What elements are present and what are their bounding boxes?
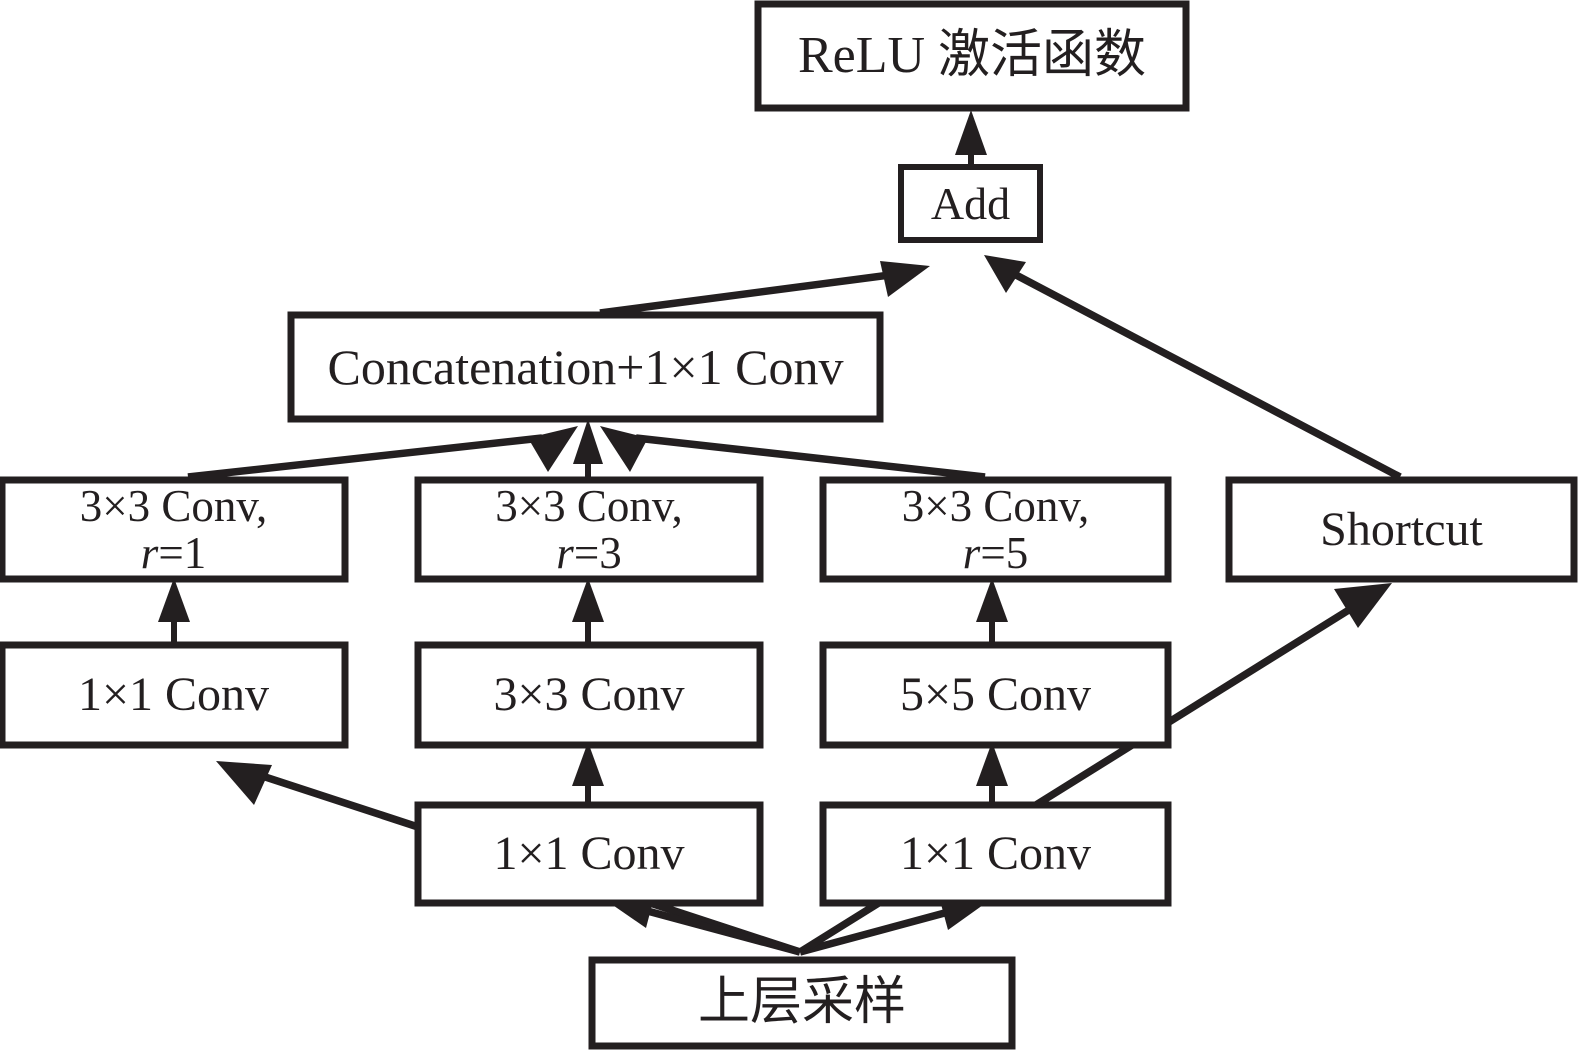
node-conv1x1-right[interactable] [819, 801, 1172, 907]
edge-conv3x3r1-to-concat [187, 426, 578, 481]
edge-layer [158, 110, 1402, 956]
node-shortcut[interactable] [1225, 476, 1578, 583]
node-conv3x3-r5[interactable] [819, 476, 1172, 583]
edge-conv3x3r3-to-concat [573, 419, 603, 477]
edge-conv3x3mid-to-conv3x3r3 [572, 578, 604, 645]
edge-add-to-relu [955, 110, 987, 167]
node-add[interactable] [898, 164, 1043, 243]
edge-conv3x3r5-to-concat [600, 426, 986, 481]
node-conv1x1-left[interactable] [0, 641, 349, 749]
edge-conv1x1left-to-conv3x3r1 [158, 578, 190, 645]
edge-conv1x1right-to-conv5x5right [976, 742, 1008, 805]
edge-concat-to-add [599, 261, 930, 317]
node-concatenation[interactable] [287, 311, 884, 423]
node-input[interactable] [588, 956, 1016, 1050]
node-conv5x5-right[interactable] [819, 641, 1172, 749]
node-conv3x3-r1[interactable] [0, 476, 349, 583]
node-relu[interactable] [754, 0, 1190, 112]
edge-shortcut-to-add [984, 255, 1402, 481]
node-conv3x3-mid[interactable] [414, 641, 764, 749]
node-conv1x1-mid[interactable] [414, 801, 764, 907]
edge-conv1x1mid-to-conv3x3mid [572, 742, 604, 805]
node-conv3x3-r3[interactable] [414, 476, 764, 583]
edge-conv5x5right-to-conv3x3r5 [976, 578, 1008, 645]
